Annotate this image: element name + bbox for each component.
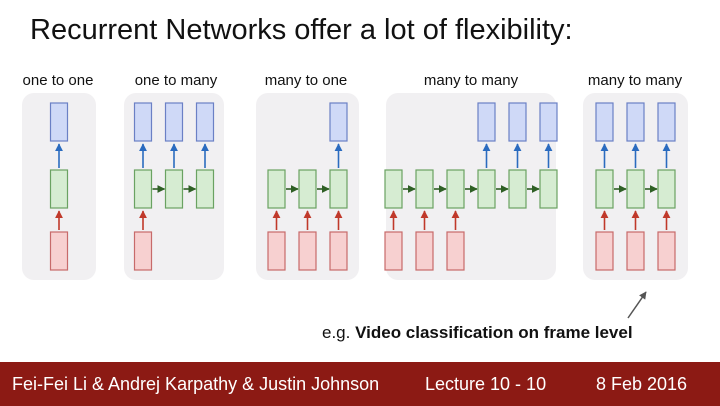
input-box	[446, 231, 465, 271]
hidden-state-box	[298, 169, 317, 209]
input-box	[415, 231, 434, 271]
output-box	[477, 102, 496, 142]
diagram-label: many to many	[423, 72, 519, 89]
input-box	[49, 231, 69, 271]
input-box	[267, 231, 286, 271]
output-box	[626, 102, 645, 142]
hidden-state-box	[195, 169, 215, 209]
footer-date: 8 Feb 2016	[596, 374, 688, 394]
diagram-label: one to many	[134, 72, 218, 89]
hidden-state-box	[477, 169, 496, 209]
output-box	[195, 102, 215, 142]
input-box	[626, 231, 645, 271]
hidden-state-box	[657, 169, 676, 209]
output-box	[329, 102, 348, 142]
input-box	[329, 231, 348, 271]
output-box	[595, 102, 614, 142]
hidden-state-box	[415, 169, 434, 209]
hidden-state-box	[626, 169, 645, 209]
hidden-state-box	[267, 169, 286, 209]
diagram-panel	[386, 93, 556, 280]
output-box	[508, 102, 527, 142]
output-box	[657, 102, 676, 142]
footer-bar: Fei-Fei Li & Andrej Karpathy & Justin Jo…	[0, 362, 720, 406]
diagram-label: many to one	[264, 72, 348, 89]
caption-prefix: e.g.	[322, 323, 356, 342]
output-box	[49, 102, 69, 142]
hidden-state-box	[508, 169, 527, 209]
hidden-state-box	[164, 169, 184, 209]
hidden-state-box	[595, 169, 614, 209]
diagram-label: many to many	[587, 72, 683, 89]
input-box	[133, 231, 153, 271]
input-box	[298, 231, 317, 271]
hidden-state-box	[49, 169, 69, 209]
input-box	[657, 231, 676, 271]
pointer-arrow	[627, 291, 647, 319]
hidden-state-box	[329, 169, 348, 209]
input-box	[384, 231, 403, 271]
footer-authors: Fei-Fei Li & Andrej Karpathy & Justin Jo…	[12, 374, 380, 394]
hidden-state-box	[384, 169, 403, 209]
input-box	[595, 231, 614, 271]
hidden-state-box	[446, 169, 465, 209]
rnn-diagrams	[22, 93, 688, 319]
diagram-label: one to one	[22, 72, 94, 89]
output-box	[133, 102, 153, 142]
hidden-state-box	[133, 169, 153, 209]
slide-title: Recurrent Networks offer a lot of flexib…	[30, 14, 573, 46]
output-box	[539, 102, 558, 142]
footer-lecture: Lecture 10 - 10	[425, 374, 547, 394]
hidden-state-box	[539, 169, 558, 209]
output-box	[164, 102, 184, 142]
caption-emphasis: Video classification on frame level	[355, 323, 633, 342]
caption: e.g. Video classification on frame level	[322, 323, 633, 343]
